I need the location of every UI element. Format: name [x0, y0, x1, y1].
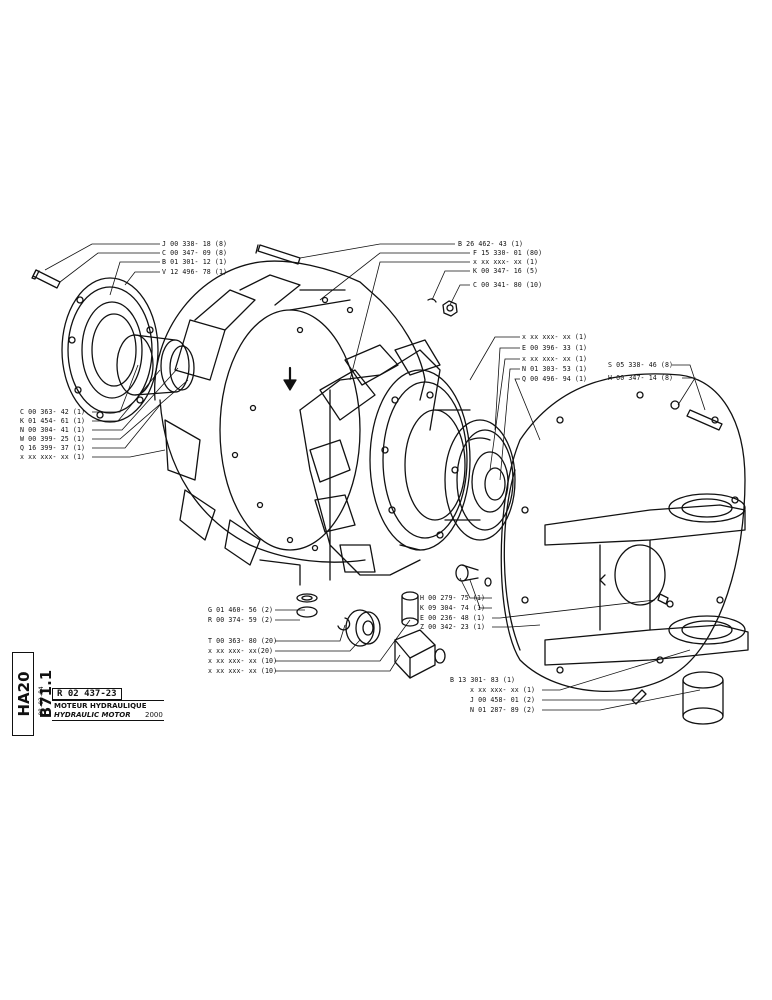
- callout-label: K 09 304- 74 (1): [420, 604, 486, 612]
- callout-label: R 00 374- 59 (2): [208, 616, 274, 624]
- callout-label: J 00 338- 18 (8): [162, 240, 228, 248]
- screw-top-part: [255, 244, 301, 265]
- callout-label: x xx xxx- xx (1): [20, 453, 86, 461]
- callout-label: x xx xxx- xx (1): [522, 355, 588, 363]
- callout-label: F 15 330- 01 (80): [473, 249, 543, 257]
- sheet-date-text: 08-02-84: [38, 686, 45, 716]
- callout-label: T 00 363- 80 (20): [208, 637, 278, 645]
- callout-label: G 01 460- 56 (2): [208, 606, 274, 614]
- callout-label: W 00 399- 25 (1): [20, 435, 86, 443]
- sheet-date: 08-02-84: [36, 680, 48, 722]
- direction-arrow: [283, 366, 297, 391]
- motor-housing-part: [154, 260, 426, 586]
- mounting-flange-part: [500, 373, 749, 692]
- callout-label: V 12 496- 78 (1): [162, 268, 228, 276]
- callout-label: x xx xxx- xx (1): [470, 686, 536, 694]
- callout-label: H 00 347- 14 (8): [608, 374, 674, 382]
- divider: [52, 700, 164, 701]
- callout-label: C 00 341- 80 (10): [473, 281, 543, 289]
- callout-label: x xx xxx- xx (10): [208, 667, 278, 675]
- callout-label: Q 16 399- 37 (1): [20, 444, 86, 452]
- valve-block-part: [394, 629, 446, 679]
- distributor-part: [369, 369, 481, 551]
- washer-part: [296, 593, 318, 618]
- callout-label: B 26 462- 43 (1): [458, 240, 524, 248]
- bolt-part: [31, 269, 61, 289]
- title-french: MOTEUR HYDRAULIQUE: [54, 702, 147, 710]
- callout-label: K 01 454- 61 (1): [20, 417, 86, 425]
- title-english: HYDRAULIC MOTOR: [54, 711, 131, 719]
- callout-label: x xx xxx- xx (10): [208, 657, 278, 665]
- callout-label: B 01 301- 12 (1): [162, 258, 228, 266]
- nut-part: [427, 298, 458, 317]
- callout-label: C 00 363- 42 (1): [20, 408, 86, 416]
- cam-ring-part: [299, 339, 441, 581]
- callout-label: x xx xxx- xx(20): [208, 647, 274, 655]
- sheet-code-text: HA20 B71.1: [12, 652, 55, 736]
- callout-label: E 00 236- 48 (1): [420, 614, 486, 622]
- callout-label: B 13 301- 83 (1): [450, 676, 516, 684]
- model-number: 2000: [145, 711, 163, 719]
- end-flange-part: [61, 277, 159, 423]
- bushing-part: [682, 671, 724, 725]
- bolt-part: [670, 400, 723, 431]
- callout-label: N 00 304- 41 (1): [20, 426, 86, 434]
- bearing-part: [444, 419, 516, 541]
- sheet-code: HA20 B71.1: [12, 652, 55, 736]
- reference-number: R 02 437-23: [52, 688, 122, 700]
- callout-label: x xx xxx- xx (1): [522, 333, 588, 341]
- callout-label: N 01 287- 89 (2): [470, 706, 536, 714]
- callout-label: C 00 347- 09 (8): [162, 249, 228, 257]
- callout-label: H 00 279- 75 (1): [420, 594, 486, 602]
- plug-part: [455, 564, 492, 587]
- roller-part: [345, 609, 381, 647]
- callout-label: Z 00 342- 23 (1): [420, 623, 486, 631]
- shaft-part: [116, 334, 195, 396]
- callout-label: K 00 347- 16 (5): [473, 267, 539, 275]
- callout-label: J 00 458- 01 (2): [470, 696, 536, 704]
- divider: [52, 720, 164, 721]
- callout-label: N 01 303- 53 (1): [522, 365, 588, 373]
- callout-label: Q 00 496- 94 (1): [522, 375, 588, 383]
- callout-label: E 00 396- 33 (1): [522, 344, 588, 352]
- callout-label: S 05 338- 46 (8): [608, 361, 674, 369]
- pin-part: [401, 591, 419, 627]
- callout-label: x xx xxx- xx (1): [473, 258, 539, 266]
